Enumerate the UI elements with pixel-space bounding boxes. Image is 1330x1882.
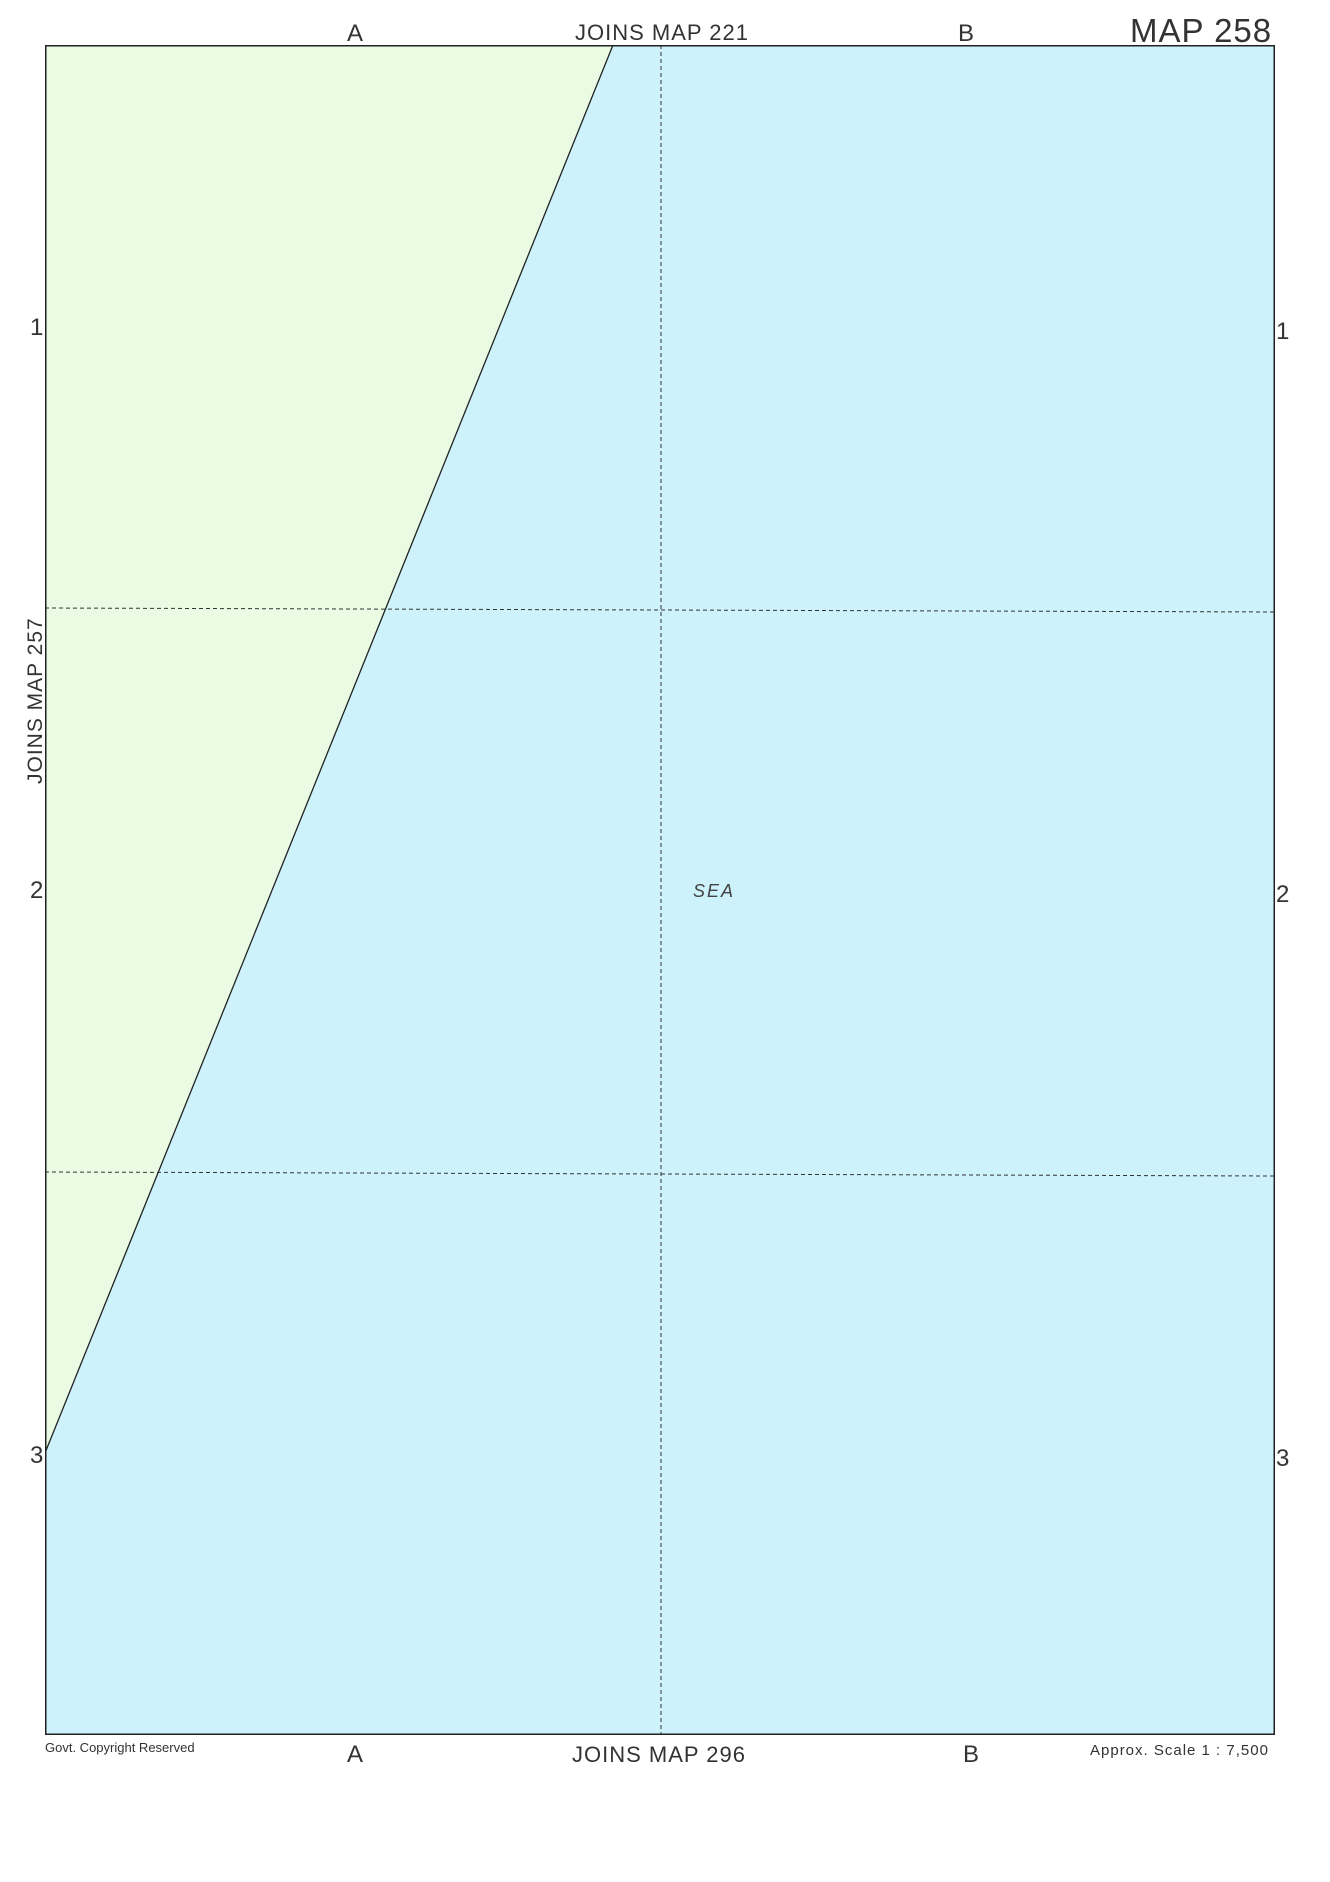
- column-label-a-top: A: [347, 20, 364, 47]
- row-label-1-left: 1: [30, 314, 44, 341]
- copyright-notice: Govt. Copyright Reserved: [45, 1740, 195, 1755]
- grid-line-horizontal-2: [45, 1171, 1275, 1177]
- row-label-3-right: 3: [1276, 1445, 1290, 1472]
- row-label-1-right: 1: [1276, 318, 1290, 345]
- coastline: [45, 45, 614, 1454]
- row-label-2-right: 2: [1276, 881, 1290, 908]
- column-label-a-bottom: A: [347, 1741, 364, 1768]
- sea-label: SEA: [693, 881, 736, 901]
- grid-line-horizontal-1: [45, 607, 1275, 613]
- column-label-b-bottom: B: [963, 1741, 980, 1768]
- join-map-left-label[interactable]: JOINS MAP 257: [24, 617, 47, 784]
- join-map-bottom-label[interactable]: JOINS MAP 296: [572, 1742, 746, 1767]
- map-title: MAP 258: [1130, 12, 1273, 49]
- map-border: [45, 45, 1275, 1735]
- row-label-3-left: 3: [30, 1442, 44, 1469]
- map-area: [45, 45, 1275, 1735]
- row-label-2-left: 2: [30, 877, 44, 904]
- column-label-b-top: B: [958, 20, 975, 47]
- join-map-top-label[interactable]: JOINS MAP 221: [575, 20, 749, 45]
- scale-label: Approx. Scale 1 : 7,500: [1090, 1742, 1269, 1759]
